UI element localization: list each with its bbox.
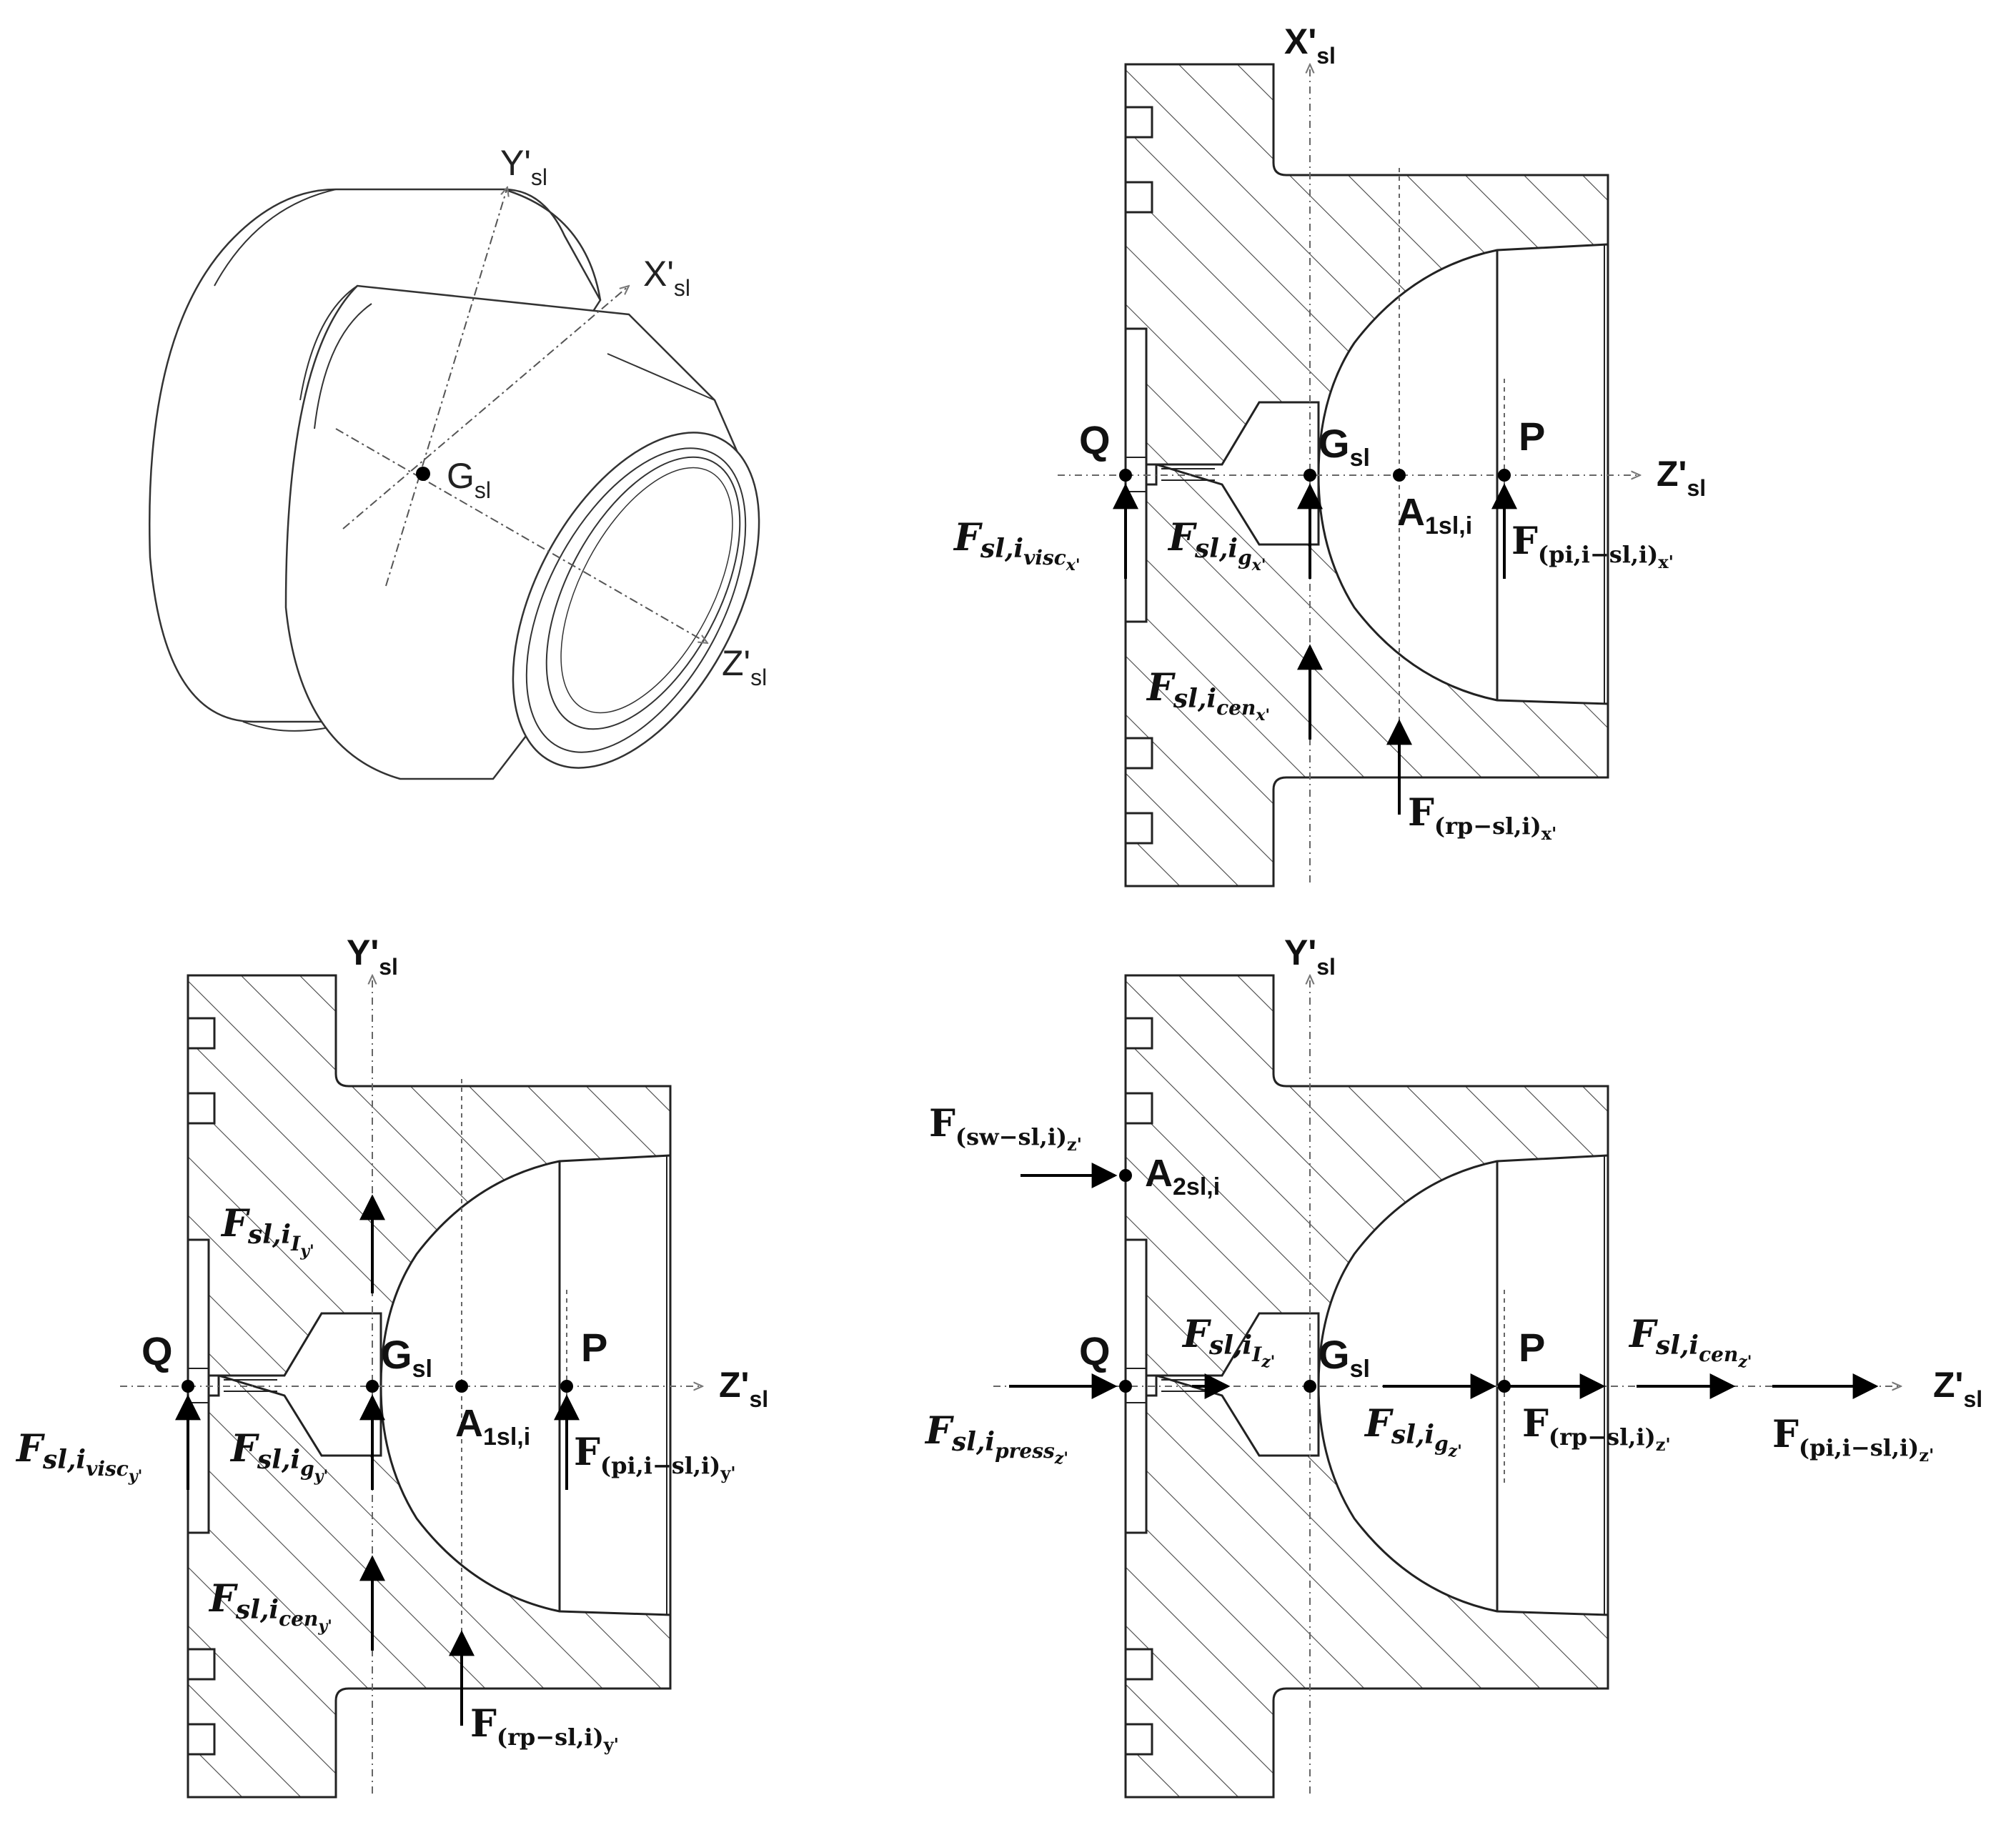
svg-text:Gsl: Gsl (447, 456, 491, 503)
svg-text:Gsl: Gsl (1319, 1332, 1370, 1383)
svg-text:P: P (1519, 1325, 1545, 1370)
iso-center-point (416, 467, 430, 481)
svg-text:Fsl,iIy': Fsl,iIy' (220, 1202, 314, 1260)
tr-point-p (1498, 469, 1511, 482)
svg-text:Z'sl: Z'sl (722, 643, 767, 690)
svg-text:Z'sl: Z'sl (1933, 1365, 1982, 1412)
isometric-view: Y'sl X'sl Z'sl Gsl (149, 143, 767, 780)
svg-text:Z'sl: Z'sl (719, 1365, 768, 1412)
svg-text:P: P (581, 1325, 607, 1370)
bl-point-a1 (455, 1380, 468, 1393)
svg-text:F(rp−sl,i)x': F(rp−sl,i)x' (1408, 791, 1556, 844)
section-view-x: X'sl Z'sl Q Gsl P A1sl,i Fsl,iviscx' Fsl… (953, 21, 1706, 887)
bl-point-q (182, 1380, 194, 1393)
section-view-y: Y'sl Z'sl Q Gsl P A1sl,i Fsl,iIy' Fsl,iv… (15, 933, 768, 1799)
svg-text:Fsl,ipressz': Fsl,ipressz' (924, 1409, 1068, 1468)
br-point-a2 (1119, 1169, 1132, 1182)
svg-text:A2sl,i: A2sl,i (1145, 1152, 1220, 1200)
svg-text:P: P (1519, 414, 1545, 459)
svg-text:Y'sl: Y'sl (500, 143, 547, 190)
svg-text:X'sl: X'sl (1284, 21, 1336, 69)
svg-text:F(rp−sl,i)y': F(rp−sl,i)y' (470, 1702, 619, 1755)
svg-text:Fsl,igz': Fsl,igz' (1364, 1402, 1462, 1461)
tr-point-q (1119, 469, 1132, 482)
svg-text:A1sl,i: A1sl,i (455, 1402, 530, 1451)
svg-text:Y'sl: Y'sl (1284, 933, 1336, 980)
svg-text:Fsl,igy': Fsl,igy' (229, 1427, 328, 1486)
svg-text:Fsl,iviscy': Fsl,iviscy' (15, 1427, 142, 1486)
svg-text:Q: Q (141, 1328, 173, 1373)
svg-text:Gsl: Gsl (1319, 421, 1370, 472)
br-point-g (1304, 1380, 1316, 1393)
svg-text:A1sl,i: A1sl,i (1397, 491, 1472, 539)
svg-text:F(pi,i−sl,i)z': F(pi,i−sl,i)z' (1772, 1413, 1934, 1466)
bl-point-p (560, 1380, 573, 1393)
tr-point-a1 (1393, 469, 1406, 482)
svg-text:Gsl: Gsl (381, 1332, 432, 1383)
svg-text:F(sw−sl,i)z': F(sw−sl,i)z' (929, 1102, 1082, 1155)
section-view-z: Y'sl Z'sl Q Gsl P A2sl,i F(sw−sl,i)z' Fs… (924, 933, 1982, 1799)
bl-point-g (366, 1380, 379, 1393)
svg-text:Fsl,iIz': Fsl,iIz' (1181, 1313, 1275, 1371)
svg-text:Q: Q (1079, 1328, 1111, 1373)
svg-text:Y'sl: Y'sl (347, 933, 398, 980)
svg-text:Fsl,iviscx': Fsl,iviscx' (953, 516, 1081, 575)
br-point-p (1498, 1380, 1511, 1393)
svg-text:Q: Q (1079, 417, 1111, 462)
svg-text:F(rp−sl,i)z': F(rp−sl,i)z' (1522, 1402, 1671, 1455)
svg-text:X'sl: X'sl (643, 254, 690, 301)
tr-point-g (1304, 469, 1316, 482)
svg-text:Fsl,iceny': Fsl,iceny' (208, 1577, 332, 1636)
svg-text:F(pi,i−sl,i)x': F(pi,i−sl,i)x' (1511, 519, 1674, 572)
svg-text:Fsl,icenx': Fsl,icenx' (1146, 666, 1270, 725)
svg-text:Fsl,igx': Fsl,igx' (1167, 516, 1266, 575)
svg-text:F(pi,i−sl,i)y': F(pi,i−sl,i)y' (574, 1431, 736, 1483)
svg-text:Z'sl: Z'sl (1657, 454, 1706, 501)
svg-text:Fsl,icenz': Fsl,icenz' (1628, 1313, 1752, 1371)
br-point-q (1119, 1380, 1132, 1393)
